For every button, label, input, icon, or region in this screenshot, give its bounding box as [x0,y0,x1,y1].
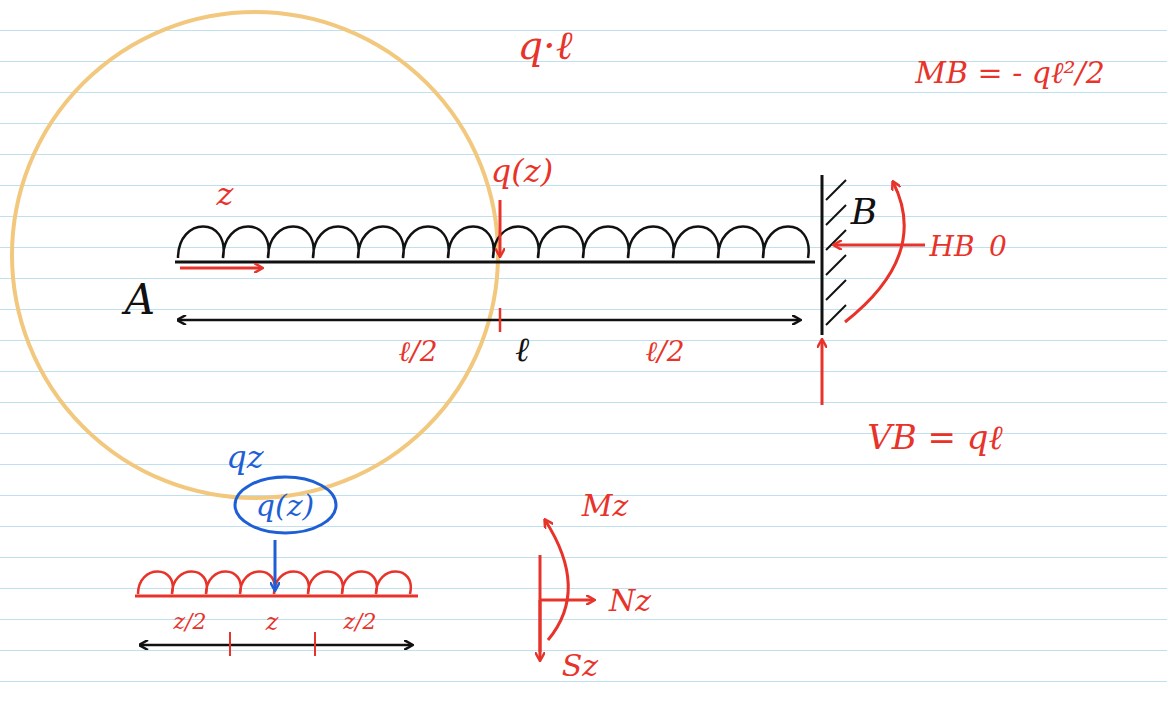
section-circle [12,12,498,498]
distributed-load [178,227,809,259]
segment-tick [229,632,231,656]
segment-resultant [274,540,277,590]
shear-force-arrow [539,600,542,660]
moment-reaction: MB = - qℓ²/2 [915,56,1105,89]
force-label: Nz [609,584,651,617]
ellipse-callout: q(z) [233,475,338,535]
dimension-label: z/2 [174,610,207,634]
resultant-arrow [499,200,502,256]
load-label: qz [226,440,263,475]
dimension-label: ℓ [515,331,529,368]
dimension-line [178,319,800,322]
dimension-label: ℓ/2 [646,337,685,368]
dimension-label: z/2 [344,610,377,634]
horizontal-reaction [834,244,925,247]
point-label: B [851,192,877,232]
fixed-support [821,175,824,335]
vertical-reaction [821,340,824,405]
reaction-value: 0 [989,232,1007,263]
load-function: q(z) [491,154,553,189]
axis-label: z [217,177,234,212]
segment-dimension [140,644,412,647]
reaction-label: HB [930,232,975,263]
beam [175,261,815,264]
segment-tick [314,632,316,656]
segment-beam [135,595,418,598]
moment-label: Mz [582,489,629,522]
point-label: A [125,277,155,323]
moment-arc [845,182,904,322]
force-label: Sz [562,649,598,682]
wall-hatching [826,180,846,325]
mid-tick [499,308,502,332]
load-resultant: q·ℓ [518,23,573,67]
dimension-label: ℓ/2 [399,337,438,368]
reaction-label: VB = qℓ [867,419,1003,456]
load-function: q(z) [256,489,314,522]
dimension-label: z [266,609,279,635]
z-axis-arrow [180,267,262,270]
section-moment-arc [545,520,568,640]
